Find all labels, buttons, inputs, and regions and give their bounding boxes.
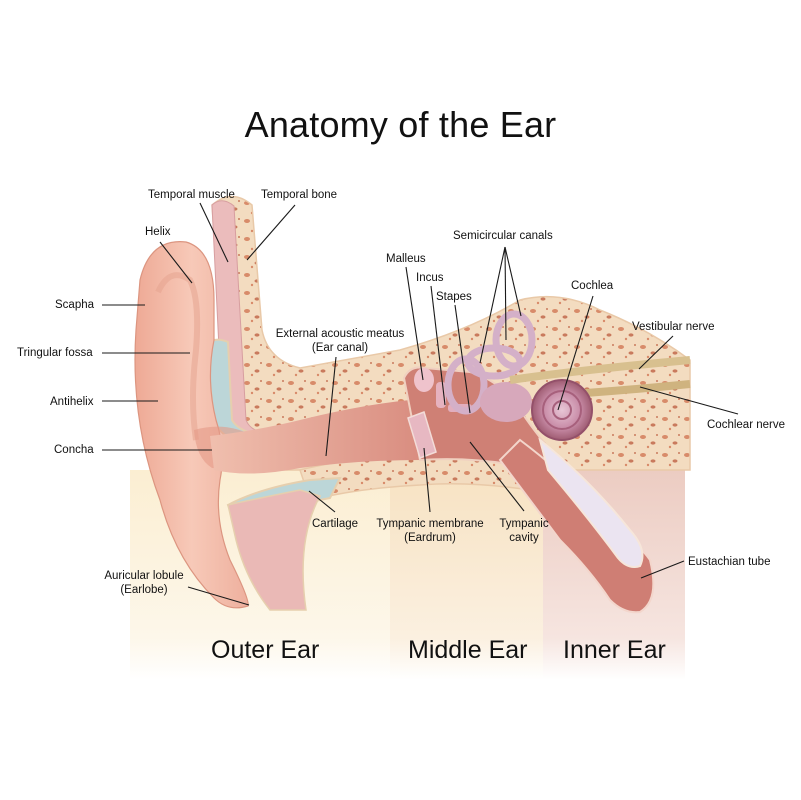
label-external-acoustic-meatus: External acoustic meatus (Ear canal) xyxy=(270,327,410,355)
ear-canal xyxy=(210,400,420,474)
leader-lines xyxy=(102,202,739,606)
label-text: Cochlea xyxy=(571,280,614,292)
label-temporal-muscle: Temporal muscle xyxy=(148,188,235,202)
middle-ear-panel xyxy=(390,470,543,680)
leader-line-cochlea xyxy=(557,295,594,411)
section-label-outer-ear: Outer Ear xyxy=(211,636,320,664)
label-eustachian-tube: Eustachian tube xyxy=(688,555,770,569)
leader-line-tympanic-membrane xyxy=(423,447,431,513)
leader-line-incus xyxy=(430,285,446,406)
label-cochlea: Cochlea xyxy=(571,279,613,293)
leader-line-semicircular-canals-3 xyxy=(504,246,522,317)
label-text: Temporal muscle xyxy=(148,189,235,201)
cochlea-spiral-outer xyxy=(542,390,582,430)
antihelix-ridge xyxy=(155,272,201,441)
label-text: Helix xyxy=(145,226,171,238)
leader-line-tympanic-cavity xyxy=(469,441,525,512)
cochlea-shape xyxy=(531,379,593,441)
label-text: Vestibular nerve xyxy=(632,321,715,333)
leader-line-temporal-muscle xyxy=(199,202,229,263)
label-text: Auricular lobule xyxy=(104,570,184,582)
label-text: Antihelix xyxy=(50,396,94,408)
label-concha: Concha xyxy=(54,443,94,457)
label-subtext: (Ear canal) xyxy=(311,342,369,354)
label-text: Cartilage xyxy=(312,518,359,530)
label-text: Malleus xyxy=(386,253,426,265)
cochlea-spiral-inner xyxy=(552,400,572,420)
section-label-middle-ear: Middle Ear xyxy=(408,636,528,664)
label-subtext: cavity xyxy=(509,532,539,544)
label-subtext: (Earlobe) xyxy=(120,584,168,596)
label-text: External acoustic meatus xyxy=(275,328,405,340)
lower-soft-tissue xyxy=(227,489,322,611)
semicircular-canals-shape xyxy=(444,310,536,415)
leader-line-auricular-lobule xyxy=(187,586,250,606)
vestibule xyxy=(480,382,532,422)
leader-line-cochlear-nerve xyxy=(639,386,739,415)
label-tympanic-membrane: Tympanic membrane (Eardrum) xyxy=(372,517,488,545)
label-antihelix: Antihelix xyxy=(50,395,93,409)
leader-line-stapes xyxy=(454,304,471,414)
label-text: Tympanic membrane xyxy=(376,518,484,530)
label-text: Concha xyxy=(54,444,94,456)
leader-line-external-acoustic-meatus xyxy=(325,356,337,457)
label-triangular-fossa: Tringular fossa xyxy=(17,346,93,360)
label-text: Tringular fossa xyxy=(17,347,93,359)
label-text: Eustachian tube xyxy=(688,556,771,568)
label-subtext: (Eardrum) xyxy=(404,532,456,544)
label-text: Incus xyxy=(416,272,444,284)
label-vestibular-nerve: Vestibular nerve xyxy=(632,320,714,334)
eustachian-tube-lumen xyxy=(538,437,644,568)
leader-line-malleus xyxy=(405,266,424,381)
label-malleus: Malleus xyxy=(386,252,426,266)
label-auricular-lobule: Auricular lobule (Earlobe) xyxy=(96,569,192,597)
leader-line-temporal-bone xyxy=(246,204,296,261)
leader-line-vestibular-nerve xyxy=(638,335,674,370)
label-text: Semicircular canals xyxy=(453,230,553,242)
label-tympanic-cavity: Tympanic cavity xyxy=(496,517,552,545)
label-semicircular-canals: Semicircular canals xyxy=(453,229,553,243)
page-title: Anatomy of the Ear xyxy=(244,104,557,145)
label-incus: Incus xyxy=(416,271,444,285)
leader-line-helix xyxy=(159,241,193,284)
label-temporal-bone: Temporal bone xyxy=(261,188,337,202)
vestibular-nerve-shape xyxy=(509,356,691,384)
malleus-shape xyxy=(414,368,434,392)
leader-line-cartilage xyxy=(308,490,336,513)
label-text: Tympanic xyxy=(499,518,549,530)
leader-line-semicircular-canals xyxy=(479,246,506,364)
leader-line-eustachian-tube xyxy=(640,560,685,579)
section-label-inner-ear: Inner Ear xyxy=(563,636,666,664)
label-cartilage: Cartilage xyxy=(312,517,358,531)
tympanic-membrane-shape xyxy=(407,411,437,459)
label-stapes: Stapes xyxy=(436,290,472,304)
label-text: Cochlear nerve xyxy=(707,419,785,431)
label-cochlear-nerve: Cochlear nerve xyxy=(707,418,785,432)
label-text: Stapes xyxy=(436,291,472,303)
label-text: Scapha xyxy=(55,299,95,311)
label-helix: Helix xyxy=(145,225,171,239)
label-text: Temporal bone xyxy=(261,189,338,201)
label-scapha: Scapha xyxy=(55,298,94,312)
leader-line-semicircular-canals-2 xyxy=(504,246,507,341)
